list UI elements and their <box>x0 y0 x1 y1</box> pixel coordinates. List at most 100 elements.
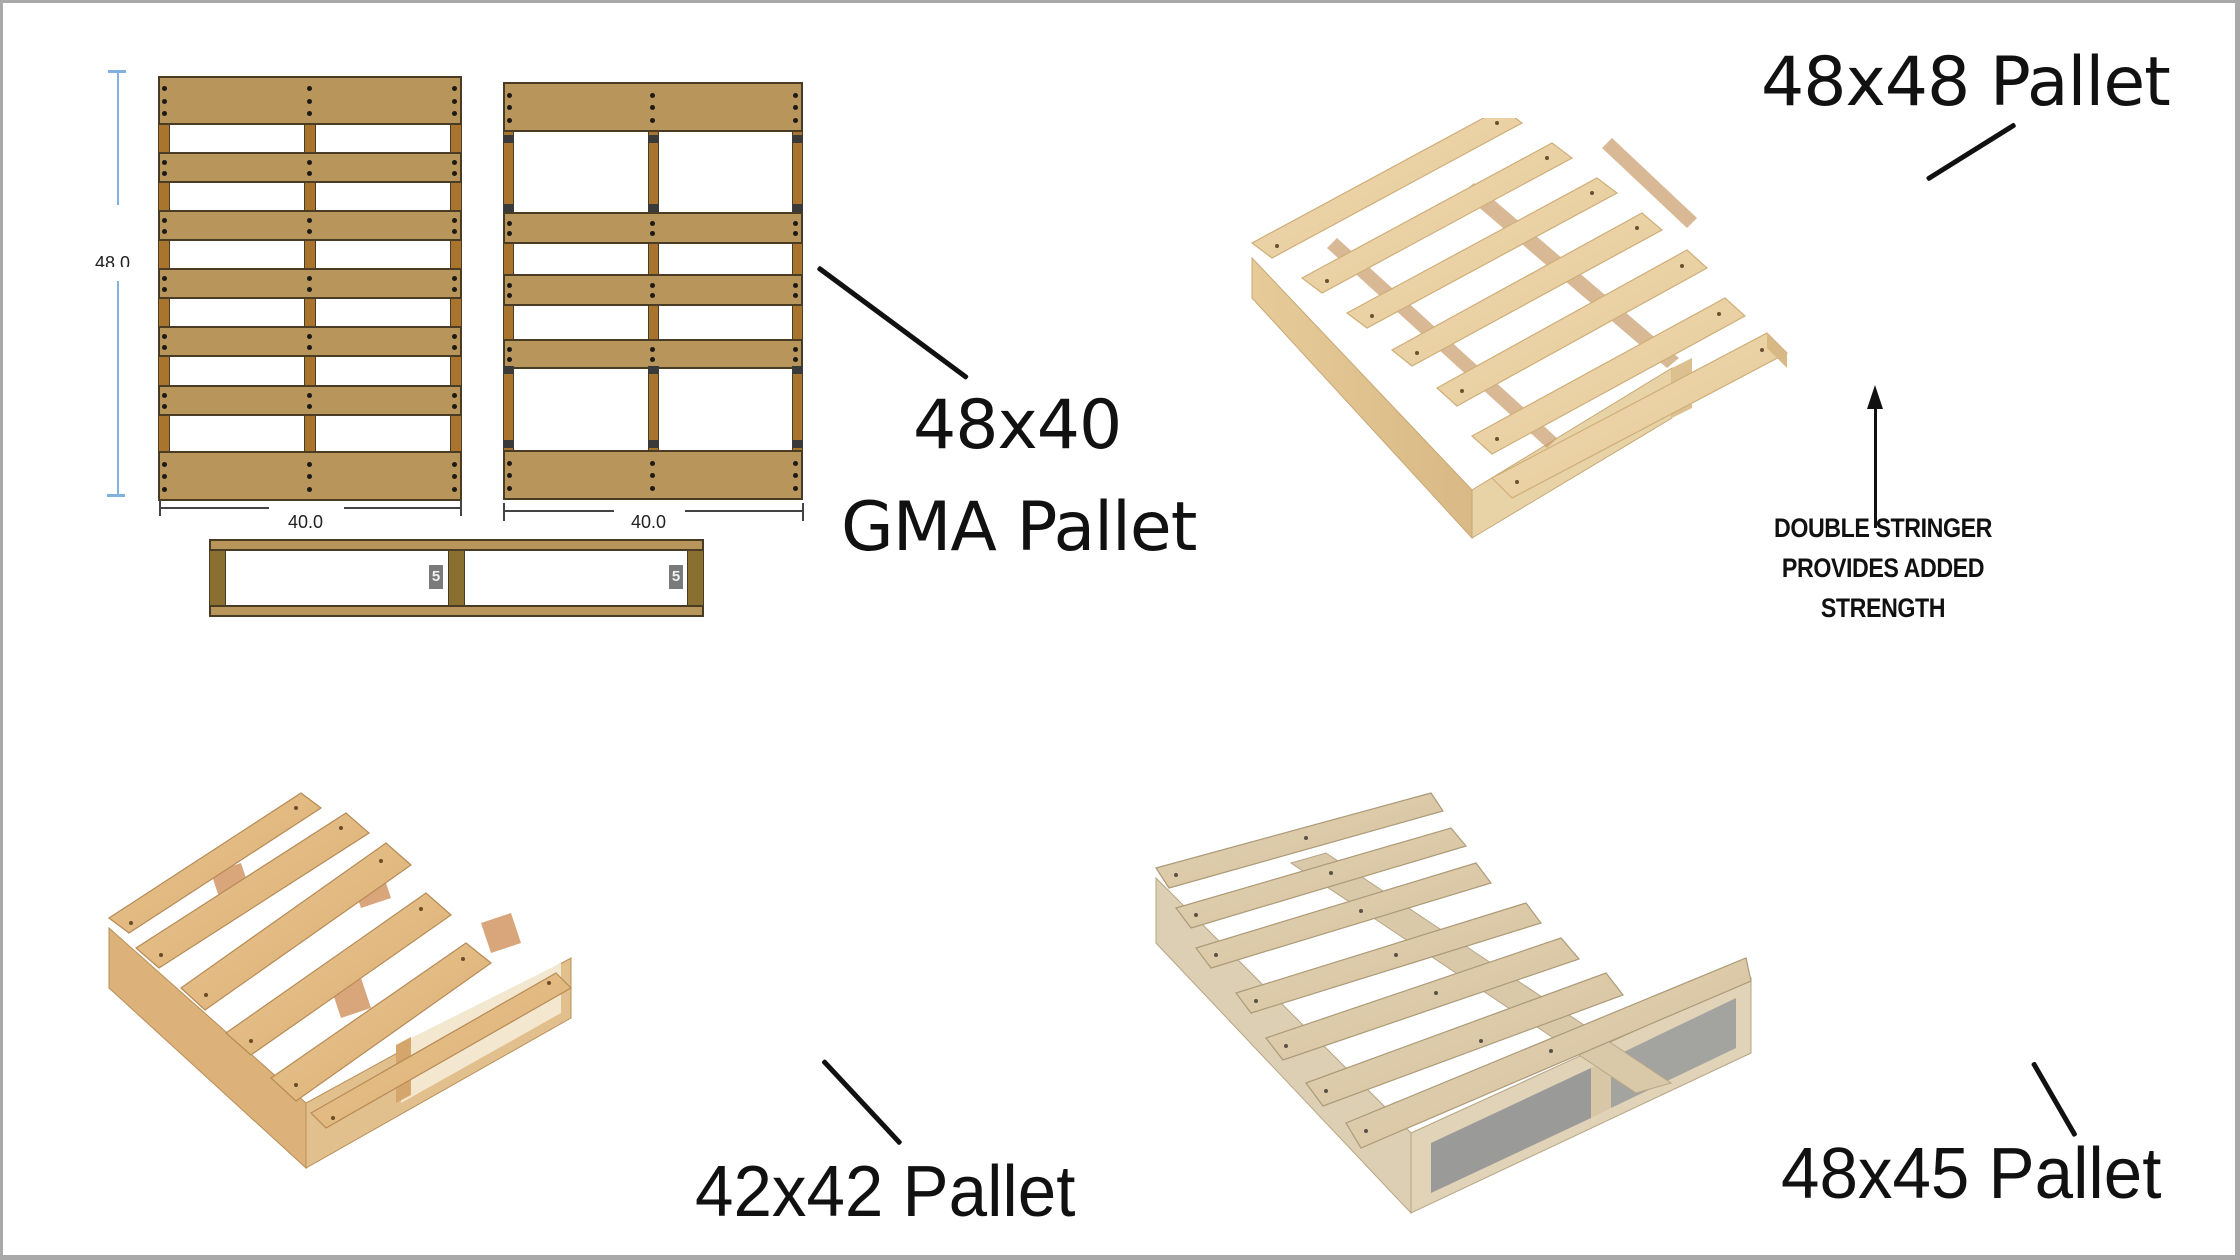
nail-dot <box>507 92 512 98</box>
width-dimension-line <box>504 510 614 512</box>
nail-dot <box>452 403 457 409</box>
nail-dot <box>793 293 798 299</box>
nail-dot <box>162 160 167 166</box>
nail-dot <box>650 231 655 237</box>
nail-dot <box>452 461 457 467</box>
double-stringer-callout: DOUBLE STRINGER PROVIDES ADDED STRENGTH <box>1741 508 2025 628</box>
stringer-clip <box>792 135 803 143</box>
nail-dot <box>162 218 167 224</box>
nail-dot <box>307 276 312 282</box>
nail-dot <box>307 286 312 292</box>
stringer-clip <box>503 135 514 143</box>
nail-dot <box>507 282 512 288</box>
nail-dot <box>307 344 312 350</box>
nail-dot <box>452 474 457 479</box>
nail-dot <box>650 347 655 352</box>
nail-dot <box>307 486 312 492</box>
nail-dot <box>162 461 167 467</box>
nail-dot <box>162 403 167 409</box>
nail-dot <box>452 218 457 224</box>
nail-dot <box>507 105 512 110</box>
nail-dot <box>507 460 512 466</box>
nail-dot <box>650 473 655 478</box>
width-dimension-tick <box>503 503 505 521</box>
nail-dot <box>162 170 167 176</box>
pallet-48x48-label: 48x48 Pallet <box>1761 43 2171 122</box>
deck-board <box>503 339 803 369</box>
stringer-clip <box>503 204 514 212</box>
nail-dot <box>452 86 457 92</box>
photo-42x42-pallet <box>107 792 572 1170</box>
nail-dot <box>507 347 512 352</box>
nail-dot <box>507 485 512 491</box>
width-dimension-tick <box>802 503 804 521</box>
nail-dot <box>650 293 655 299</box>
nail-dot <box>507 117 512 123</box>
stringer-clip <box>792 366 803 374</box>
nail-dot <box>793 92 798 98</box>
nail-dot <box>793 117 798 123</box>
nail-dot <box>793 357 798 362</box>
nail-dot <box>650 105 655 110</box>
stringer-end-left <box>209 550 226 606</box>
stringer-end-center <box>448 550 465 606</box>
nail-dot <box>452 344 457 350</box>
deck-board <box>503 212 803 244</box>
block-label: 5 <box>429 565 443 589</box>
nail-dot <box>307 110 312 116</box>
gma-bottom-view <box>503 82 803 500</box>
nail-dot <box>307 461 312 467</box>
gma-name-label: GMA Pallet <box>841 488 1197 567</box>
deck-board <box>158 385 462 416</box>
nail-dot <box>507 473 512 478</box>
nail-dot <box>452 110 457 116</box>
nail-dot <box>793 347 798 352</box>
nail-dot <box>162 98 167 104</box>
nail-dot <box>452 286 457 292</box>
nail-dot <box>307 98 312 104</box>
nail-dot <box>452 334 457 340</box>
stringer-clip <box>648 204 659 212</box>
deck-board <box>158 210 462 241</box>
nail-dot <box>793 485 798 491</box>
stringer-clip <box>503 366 514 374</box>
nail-dot <box>307 403 312 409</box>
gma-top-view <box>158 76 462 501</box>
nail-dot <box>650 460 655 466</box>
nail-dot <box>162 393 167 399</box>
nail-dot <box>162 86 167 92</box>
nail-dot <box>162 228 167 234</box>
slide: 48.0 40.0 40.0 5 5 48x40 GMA Pallet <box>3 3 2235 1255</box>
deck-board <box>158 326 462 357</box>
nail-dot <box>307 218 312 224</box>
height-dimension-line <box>117 71 119 205</box>
stringer-clip <box>792 204 803 212</box>
nail-dot <box>162 334 167 340</box>
nail-dot <box>793 231 798 237</box>
nail-dot <box>162 486 167 492</box>
nail-dot <box>650 92 655 98</box>
stringer-clip <box>648 440 659 448</box>
deck-board <box>158 268 462 299</box>
nail-dot <box>307 474 312 479</box>
photo-48x45-pallet <box>1155 792 1752 1215</box>
nail-dot <box>307 86 312 92</box>
nail-dot <box>452 393 457 399</box>
nail-dot <box>307 334 312 340</box>
nail-dot <box>452 228 457 234</box>
nail-dot <box>452 486 457 492</box>
height-dimension-tick <box>108 70 126 73</box>
gma-leader-line <box>816 265 970 381</box>
height-dimension-tick <box>107 494 125 497</box>
nail-dot <box>507 220 512 226</box>
nail-dot <box>793 460 798 466</box>
nail-dot <box>452 160 457 166</box>
block-label: 5 <box>669 565 683 589</box>
deck-board <box>158 152 462 183</box>
nail-dot <box>162 286 167 292</box>
nail-dot <box>793 105 798 110</box>
width-dimension-line <box>685 510 803 512</box>
callout-line: DOUBLE STRINGER <box>1773 513 1993 543</box>
nail-dot <box>162 110 167 116</box>
pallet-48x45-label: 48x45 Pallet <box>1781 1134 2162 1214</box>
